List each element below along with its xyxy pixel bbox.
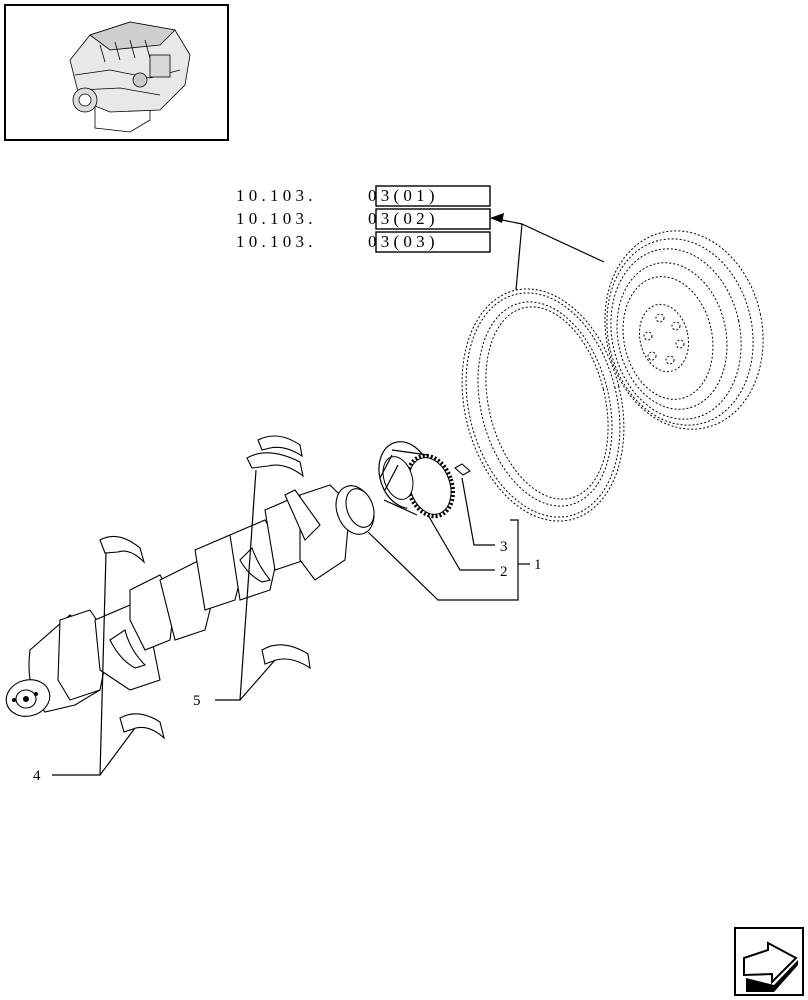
reference-row[interactable]: 1 0 . 1 0 3 . 0 3 ( 0 1 ) [236,185,491,207]
crankshaft-gear [378,441,456,520]
reference-prefix: 1 0 . 1 0 3 . [236,209,313,228]
ring-gear [461,288,625,522]
reference-row[interactable]: 1 0 . 1 0 3 . 0 3 ( 0 3 ) [236,231,491,253]
bearing-shells-lower-left [99,535,165,740]
callout-5: 5 [193,693,201,709]
next-page-arrow-icon[interactable] [734,927,804,996]
callout-4: 4 [33,768,41,784]
crankshaft [5,484,375,717]
callout-2: 2 [500,564,508,580]
reference-row[interactable]: 1 0 . 1 0 3 . 0 3 ( 0 2 ) [236,208,491,230]
bearing-shells-upper [246,435,311,670]
flywheel [604,230,764,430]
reference-code: 0 3 ( 0 1 ) [368,186,435,205]
reference-list: 1 0 . 1 0 3 . 0 3 ( 0 1 ) 1 0 . 1 0 3 . … [236,185,491,253]
leader-lines [52,469,530,776]
key [454,463,471,476]
callout-1: 1 [534,557,542,573]
reference-code: 0 3 ( 0 3 ) [368,232,435,251]
reference-prefix: 1 0 . 1 0 3 . [236,232,313,251]
reference-prefix: 1 0 . 1 0 3 . [236,186,313,205]
callout-3: 3 [500,539,508,555]
engine-thumbnail-icon[interactable] [4,4,229,141]
reference-arrow [490,213,605,291]
reference-code: 0 3 ( 0 2 ) [368,209,435,228]
